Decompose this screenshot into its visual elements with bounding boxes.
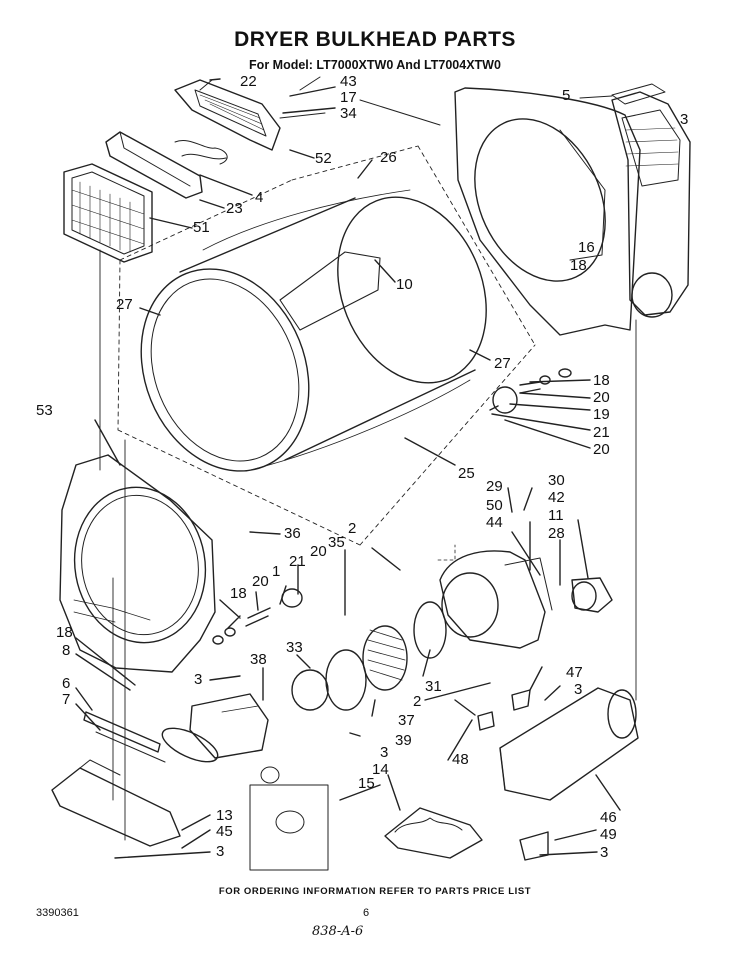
callout-3d: 3 bbox=[380, 744, 388, 761]
blower-housing-part-44 bbox=[439, 550, 553, 649]
callout-43: 43 bbox=[340, 73, 357, 90]
callout-17: 17 bbox=[340, 89, 357, 106]
callout-25: 25 bbox=[458, 465, 475, 482]
duct-part-38 bbox=[189, 693, 269, 759]
callout-3a: 3 bbox=[680, 111, 688, 128]
callout-3b: 3 bbox=[194, 671, 202, 688]
handwritten-note: 838-A-6 bbox=[312, 924, 364, 939]
callout-44: 44 bbox=[486, 514, 503, 531]
heater-part-14 bbox=[384, 807, 483, 859]
lint-filter-part-51 bbox=[63, 163, 153, 263]
callout-3c: 3 bbox=[574, 681, 582, 698]
callout-19: 19 bbox=[593, 406, 610, 423]
callout-5: 5 bbox=[562, 87, 570, 104]
bracket-part-47 bbox=[511, 689, 531, 711]
callout-labels: 22 43 17 34 52 26 4 23 51 5 3 16 18 10 2… bbox=[36, 73, 688, 861]
callout-37: 37 bbox=[398, 712, 415, 729]
callout-18d: 18 bbox=[56, 624, 73, 641]
callout-42: 42 bbox=[548, 489, 565, 506]
model-subtitle: For Model: LT7000XTW0 And LT7004XTW0 bbox=[249, 58, 501, 72]
plate-part-39 bbox=[325, 649, 367, 711]
callout-29: 29 bbox=[486, 478, 503, 495]
callout-30: 30 bbox=[548, 472, 565, 489]
callout-21a: 21 bbox=[593, 424, 610, 441]
document-number: 3390361 bbox=[36, 907, 79, 919]
ordering-note: FOR ORDERING INFORMATION REFER TO PARTS … bbox=[218, 886, 532, 897]
callout-49: 49 bbox=[600, 826, 617, 843]
callout-1: 1 bbox=[272, 563, 280, 580]
callout-6: 6 bbox=[62, 675, 70, 692]
callout-38: 38 bbox=[250, 651, 267, 668]
lint-screen-part-52 bbox=[174, 79, 281, 151]
callout-27a: 27 bbox=[116, 296, 133, 313]
callout-46: 46 bbox=[600, 809, 617, 826]
callout-3e: 3 bbox=[216, 843, 224, 860]
callout-48: 48 bbox=[452, 751, 469, 768]
callout-35: 35 bbox=[328, 534, 345, 551]
front-bulkhead-part-53 bbox=[59, 454, 216, 673]
roller-assembly-right bbox=[489, 368, 572, 414]
callout-2b: 2 bbox=[413, 693, 421, 710]
motor-clamp-part-11 bbox=[571, 577, 613, 613]
rear-bulkhead bbox=[454, 87, 641, 336]
drum-part-27 bbox=[117, 145, 536, 546]
strip-part-6 bbox=[83, 711, 166, 763]
page-number: 6 bbox=[363, 907, 370, 919]
callout-18b: 18 bbox=[593, 372, 610, 389]
callout-20c: 20 bbox=[310, 543, 327, 560]
callout-2a: 2 bbox=[348, 520, 356, 537]
callout-14: 14 bbox=[372, 761, 389, 778]
callout-18a: 18 bbox=[570, 257, 587, 274]
callout-45: 45 bbox=[216, 823, 233, 840]
callout-22: 22 bbox=[240, 73, 257, 90]
callout-7: 7 bbox=[62, 691, 70, 708]
callout-10: 10 bbox=[396, 276, 413, 293]
callout-33: 33 bbox=[286, 639, 303, 656]
exhaust-duct-part-46 bbox=[499, 687, 639, 801]
callout-18c: 18 bbox=[230, 585, 247, 602]
callout-52: 52 bbox=[315, 150, 332, 167]
seal-part-31 bbox=[413, 601, 447, 659]
kit-box-part-15 bbox=[249, 784, 329, 871]
callout-20a: 20 bbox=[593, 389, 610, 406]
callout-23: 23 bbox=[226, 200, 243, 217]
callout-50: 50 bbox=[486, 497, 503, 514]
belt-part-13 bbox=[161, 727, 219, 763]
callout-8: 8 bbox=[62, 642, 70, 659]
callout-15: 15 bbox=[358, 775, 375, 792]
callout-4: 4 bbox=[255, 189, 263, 206]
callout-34: 34 bbox=[340, 105, 357, 122]
callout-51: 51 bbox=[193, 219, 210, 236]
callout-20d: 20 bbox=[252, 573, 269, 590]
blower-wheel-part-37 bbox=[362, 625, 408, 691]
rear-exhaust-duct bbox=[611, 83, 691, 318]
toe-panel-part-45 bbox=[51, 759, 181, 847]
callout-13: 13 bbox=[216, 807, 233, 824]
callout-31: 31 bbox=[425, 678, 442, 695]
callout-36: 36 bbox=[284, 525, 301, 542]
callout-26: 26 bbox=[380, 149, 397, 166]
callout-27b: 27 bbox=[494, 355, 511, 372]
callout-28: 28 bbox=[548, 525, 565, 542]
callout-11: 11 bbox=[548, 507, 564, 524]
callout-21b: 21 bbox=[289, 553, 306, 570]
callout-3f: 3 bbox=[600, 844, 608, 861]
page-title: DRYER BULKHEAD PARTS bbox=[234, 28, 516, 51]
callout-47: 47 bbox=[566, 664, 583, 681]
callout-16: 16 bbox=[578, 239, 595, 256]
callout-39: 39 bbox=[395, 732, 412, 749]
seal-part-33 bbox=[291, 669, 329, 711]
roller-assembly-left bbox=[212, 588, 303, 645]
callout-20b: 20 bbox=[593, 441, 610, 458]
bracket-part-48 bbox=[477, 711, 495, 731]
callout-53: 53 bbox=[36, 402, 53, 419]
lint-housing-part-4 bbox=[105, 131, 228, 199]
bracket-part-49 bbox=[519, 831, 549, 861]
